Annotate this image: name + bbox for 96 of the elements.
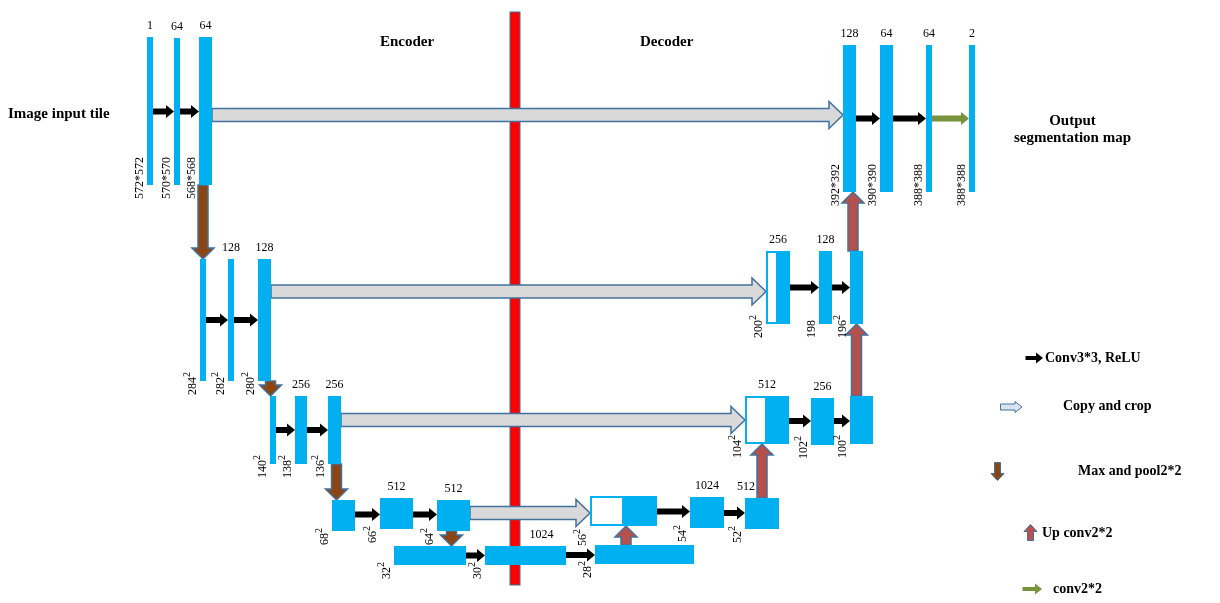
block-arrow (893, 112, 926, 125)
feature-map-bar (228, 259, 234, 381)
block-arrow (843, 322, 870, 397)
feature-map-bar (880, 45, 893, 192)
block-arrow (789, 414, 811, 428)
block-arrow (276, 423, 295, 437)
block-arrow (180, 105, 199, 118)
legend-label: Conv3*3, ReLU (1045, 350, 1141, 366)
feature-map-bar (295, 396, 307, 464)
block-arrow (834, 414, 850, 428)
channel-count: 128 (255, 241, 274, 253)
feature-map-bar (595, 545, 694, 564)
feature-map-bar (690, 497, 724, 528)
channel-count: 1024 (695, 479, 719, 491)
block-arrow (257, 380, 284, 398)
feature-map-bar (258, 259, 271, 381)
block-arrow (749, 442, 775, 499)
feature-map-bar (850, 396, 873, 444)
feature-map-bar (926, 45, 932, 192)
block-arrow (438, 530, 465, 548)
feature-map-bar (766, 251, 790, 324)
feature-map-bar (200, 259, 206, 381)
legend-label: Up conv2*2 (1042, 525, 1113, 541)
feature-map-bar (745, 396, 789, 444)
feature-map-bar (590, 496, 657, 526)
channel-count: 256 (813, 380, 832, 392)
feature-map-bar (199, 37, 212, 185)
feature-map-bar (380, 498, 413, 529)
feature-map-bar (745, 498, 779, 529)
channel-count: 64 (199, 19, 212, 31)
channel-count: 512 (758, 378, 776, 390)
channel-count: 512 (387, 480, 406, 492)
block-arrow (323, 463, 350, 502)
block-arrow (206, 313, 228, 327)
block-arrow (932, 112, 969, 125)
channel-count: 256 (292, 378, 310, 390)
feature-map-bar (437, 500, 470, 531)
block-arrow (340, 404, 747, 436)
channel-count: 128 (816, 233, 835, 245)
size-label: 388*388 (912, 164, 924, 206)
feature-map-bar (174, 38, 180, 185)
size-label: 390*390 (866, 164, 878, 206)
block-arrow (211, 99, 845, 131)
channel-count: 1024 (529, 528, 554, 540)
feature-map-bar (332, 500, 355, 531)
block-arrow (856, 112, 880, 125)
size-label: 388*388 (955, 164, 967, 206)
channel-count: 64 (880, 27, 893, 39)
size-label: 568*568 (185, 157, 197, 199)
section-heading: Decoder (640, 33, 694, 50)
block-arrow (790, 281, 819, 294)
size-label: 198 (805, 320, 817, 338)
feature-map-bar (811, 398, 834, 445)
block-arrow (307, 423, 328, 437)
channel-count: 2 (969, 27, 975, 39)
block-arrow (657, 505, 690, 518)
output-label: Output segmentation map (1012, 112, 1133, 146)
block-arrow (469, 497, 592, 529)
size-label: 392*392 (829, 164, 841, 206)
feature-map-bar (147, 37, 153, 185)
channel-count: 256 (769, 233, 787, 245)
feature-map-bar (485, 546, 566, 565)
input-label: Image input tile (8, 105, 111, 122)
channel-count: 512 (444, 482, 463, 494)
size-label: 570*570 (160, 157, 172, 199)
block-arrow (270, 276, 768, 307)
feature-map-bar (819, 251, 832, 324)
feature-map-bar (843, 45, 856, 192)
channel-count: 512 (737, 480, 755, 492)
feature-map-bar (328, 396, 341, 464)
block-arrow (466, 549, 485, 562)
block-arrow (234, 313, 258, 327)
feature-map-bar (270, 396, 276, 464)
feature-map-bar (850, 251, 863, 324)
block-arrow (613, 524, 639, 546)
channel-count: 64 (923, 27, 935, 39)
block-arrow (566, 548, 595, 562)
channel-count: 128 (840, 27, 859, 39)
block-arrow (413, 508, 437, 521)
legend-label: Copy and crop (1063, 398, 1152, 414)
feature-map-bar (969, 45, 975, 192)
block-arrow (190, 184, 216, 261)
channel-count: 1 (147, 19, 153, 31)
channel-count: 256 (325, 378, 344, 390)
block-arrow (355, 508, 380, 521)
block-arrow (832, 281, 850, 294)
feature-map-bar (394, 546, 466, 565)
section-heading: Encoder (380, 33, 435, 50)
channel-count: 64 (171, 20, 183, 32)
legend-label: conv2*2 (1053, 581, 1102, 597)
block-arrow (153, 105, 174, 118)
channel-count: 128 (222, 241, 240, 253)
size-label: 572*572 (133, 157, 145, 199)
block-arrow (840, 190, 866, 252)
block-arrow (724, 506, 745, 520)
legend-label: Max and pool2*2 (1078, 463, 1182, 479)
